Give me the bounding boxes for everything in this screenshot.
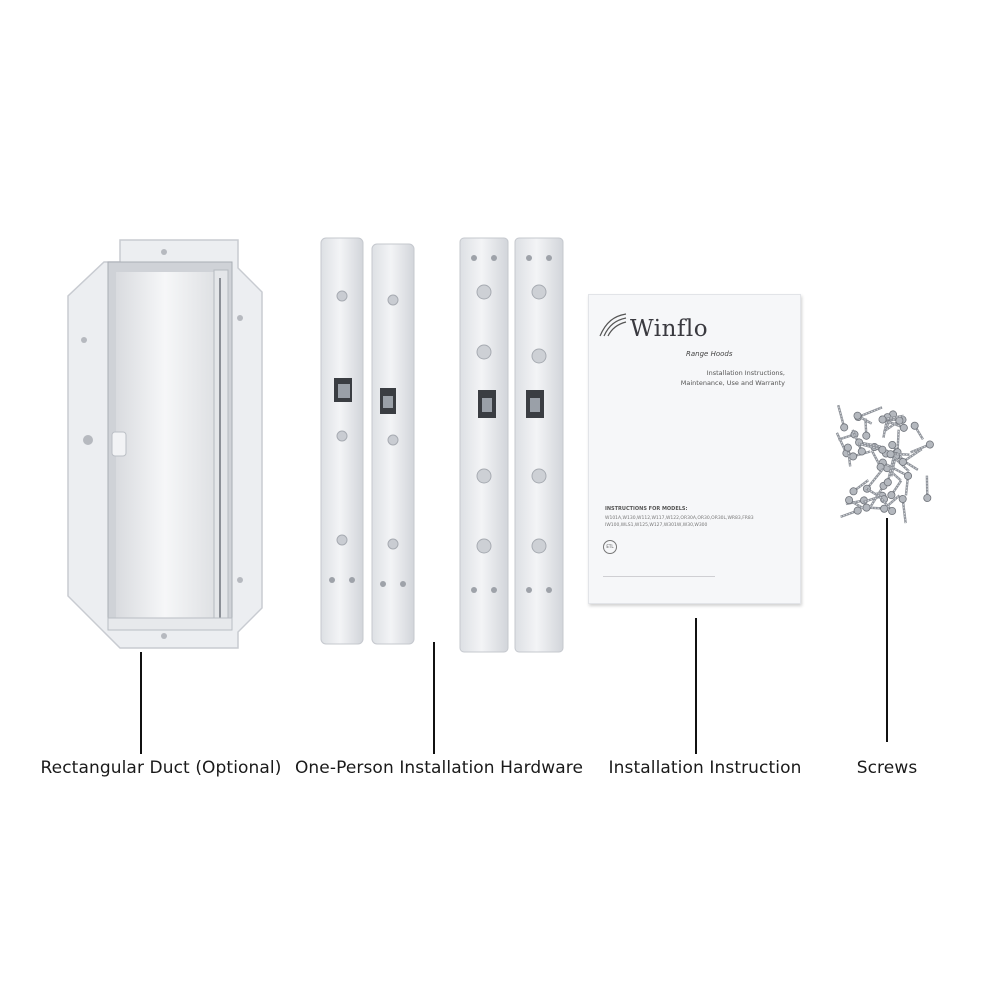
screw [884, 416, 904, 432]
mounting-bracket-left-2 [371, 243, 415, 645]
screw [837, 404, 849, 432]
etl-cert-mark: ETL [603, 540, 617, 554]
screw [853, 411, 873, 425]
booklet-description: Installation Instructions, Maintenance, … [680, 369, 785, 387]
duct-inner-wall [116, 272, 214, 624]
screw [878, 414, 904, 424]
duct-screw-hole [161, 249, 167, 255]
screw [843, 443, 852, 467]
duct-clip [111, 431, 127, 457]
screw [887, 479, 903, 500]
screws-pile [835, 404, 934, 524]
label-installation-hardware: One-Person Installation Hardware [294, 758, 584, 778]
booklet-brand: Winflo [630, 316, 709, 342]
duct-screw-hole [237, 577, 243, 583]
screw [857, 442, 887, 454]
label-screws: Screws [856, 758, 918, 778]
booklet-subtitle: Range Hoods [686, 350, 733, 358]
duct-rim [107, 617, 233, 631]
mounting-bracket-right-2 [514, 237, 564, 653]
instruction-booklet: Winflo Range Hoods Installation Instruct… [588, 294, 801, 604]
booklet-rule [603, 576, 715, 577]
screw [910, 421, 924, 441]
mounting-bracket-left-1 [320, 237, 364, 645]
booklet-models-heading: INSTRUCTIONS FOR MODELS: [605, 506, 688, 512]
winflo-logo-icon [599, 313, 627, 337]
screw [898, 448, 923, 466]
screw [883, 457, 895, 487]
mounting-bracket-right-1 [459, 237, 509, 653]
screw [898, 495, 907, 524]
duct-screw-hole [237, 315, 243, 321]
duct-screw-hole [161, 633, 167, 639]
duct-screw-hole [81, 337, 87, 343]
screw [849, 479, 870, 496]
screw [845, 496, 865, 510]
screw [909, 440, 934, 454]
screw [840, 506, 862, 518]
rectangular-duct [67, 239, 263, 649]
duct-screw-hole [83, 435, 93, 445]
label-installation-instruction: Installation Instruction [608, 758, 802, 778]
booklet-models-list: W101A,W130,W112,W117,W122,OR30A,OR30,OR3… [605, 516, 754, 528]
label-rectangular-duct: Rectangular Duct (Optional) [40, 758, 282, 778]
screw [875, 491, 897, 515]
screw [904, 471, 912, 496]
screw [923, 475, 932, 502]
